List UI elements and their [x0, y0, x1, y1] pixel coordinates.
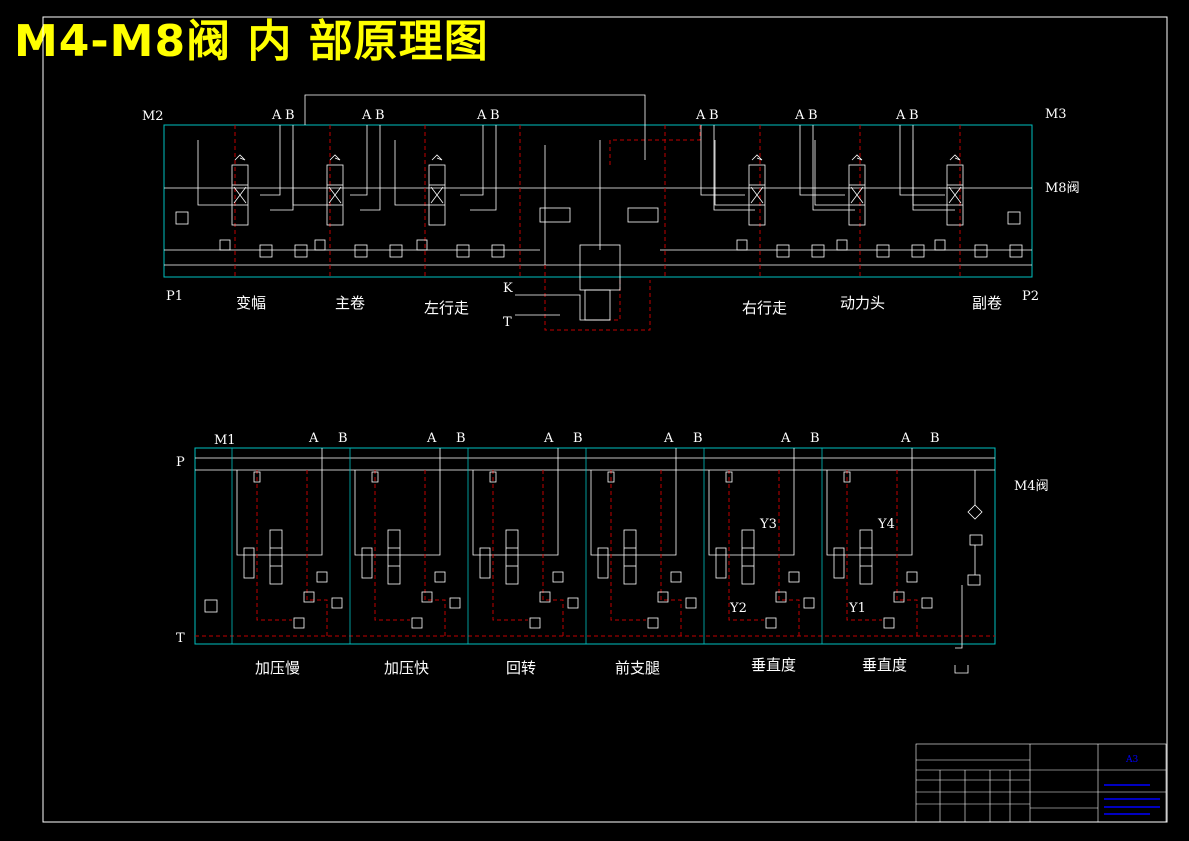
m8-port-a-label: A [794, 108, 805, 123]
m8-spool-valve [814, 140, 925, 258]
m4-solenoid-y4: Y4 [877, 517, 895, 532]
m4-section-label: 垂直度 [862, 656, 907, 674]
m4-section-valve [231, 448, 343, 644]
m8-spool-valve [912, 140, 1023, 258]
m4-port-b-label: B [693, 431, 703, 446]
m8-section-label: 主卷 [335, 294, 365, 312]
m4-solenoid-y1: Y1 [848, 601, 866, 616]
m8-valve-name: M8阀 [1045, 181, 1080, 196]
m4-port-a-label: A [780, 431, 791, 446]
m8-spool-valve [394, 140, 505, 258]
m4-section-label: 加压快 [384, 659, 429, 677]
m8-port-m3: M3 [1045, 107, 1067, 122]
m4-valve-name: M4阀 [1014, 479, 1049, 494]
m8-spool-valve [197, 140, 308, 258]
drawing-border [42, 16, 1168, 823]
m4-port-a-label: A [900, 431, 911, 446]
m8-port-b-label: B [808, 108, 818, 123]
m4-valve-block: M1 P T M4阀 Y3 Y4 Y2 Y1 A B A B A B A B A B A B 加压慢 加… [176, 431, 1049, 677]
m4-port-b-label: B [456, 431, 466, 446]
m8-section-label: 动力头 [840, 294, 885, 312]
m4-port-a-label: A [426, 431, 437, 446]
title-block: A3 [915, 743, 1167, 823]
m8-relief-valve-right [1007, 211, 1021, 225]
m4-section-valve [821, 448, 933, 644]
m8-outline [163, 124, 1033, 278]
m4-port-a-label: A [543, 431, 554, 446]
m4-port-a-label: A [663, 431, 674, 446]
m8-logic-block [579, 244, 621, 291]
m4-main-relief-valve [204, 599, 218, 613]
m8-port-a-label: A [895, 108, 906, 123]
m8-port-b-label: B [375, 108, 385, 123]
m4-port-b-label: B [573, 431, 583, 446]
m8-section-label: 右行走 [742, 299, 787, 317]
m4-solenoid-y2: Y2 [729, 601, 747, 616]
m8-port-a-label: A [361, 108, 372, 123]
title-block-scale: A3 [1125, 755, 1138, 765]
m8-section-label: 副卷 [972, 294, 1002, 312]
m4-section-label: 垂直度 [751, 656, 796, 674]
m4-port-m1: M1 [214, 433, 236, 448]
m8-port-b-label: B [909, 108, 919, 123]
m8-right-pilot-valve [627, 207, 659, 223]
m4-port-b-label: B [338, 431, 348, 446]
m4-port-b-label: B [930, 431, 940, 446]
m4-port-p: P [176, 455, 185, 470]
m4-section-valve [467, 448, 579, 644]
m4-relief-assembly [954, 470, 983, 674]
m8-port-p1: P1 [166, 289, 183, 304]
m8-port-b-label: B [709, 108, 719, 123]
m8-port-p2: P2 [1022, 289, 1039, 304]
m8-port-a-label: A [695, 108, 706, 123]
m8-spool-valve [714, 140, 825, 258]
m4-port-b-label: B [810, 431, 820, 446]
m4-section-label: 前支腿 [615, 659, 660, 677]
m8-port-a-label: A [271, 108, 282, 123]
m4-section-valve [703, 448, 815, 644]
m4-solenoid-y3: Y3 [759, 517, 777, 532]
m8-shuttle-valve [584, 289, 611, 321]
m8-port-m2: M2 [142, 109, 164, 124]
m4-section-label: 回转 [506, 659, 536, 677]
m8-port-b-label: B [285, 108, 295, 123]
m4-section-valve [585, 448, 697, 644]
m4-outline [194, 447, 996, 645]
m8-port-a-label: A [476, 108, 487, 123]
m8-relief-valve-left [175, 211, 189, 225]
m4-section-label: 加压慢 [255, 659, 300, 677]
m4-section-valve [349, 448, 461, 644]
m8-port-b-label: B [490, 108, 500, 123]
m8-port-t: T [503, 315, 512, 330]
m4-port-a-label: A [308, 431, 319, 446]
m8-port-k: K [503, 281, 513, 296]
page-title: M4-M8阀 内 部原理图 [14, 16, 489, 67]
m8-section-label: 左行走 [424, 299, 469, 317]
m8-spool-valve [292, 140, 403, 258]
m4-port-t: T [176, 631, 185, 646]
m8-left-pilot-valve [539, 207, 571, 223]
m8-section-label: 变幅 [236, 294, 266, 312]
